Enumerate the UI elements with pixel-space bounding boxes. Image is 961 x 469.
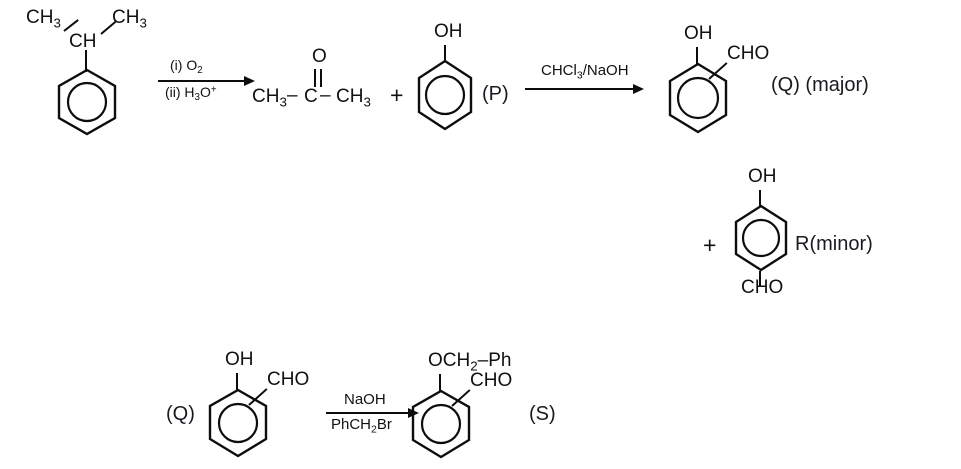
benzene-ring-row3-reactant [207, 388, 269, 458]
arrow2-shaft [525, 88, 635, 90]
acetone-methyl-right-label: CH3 [336, 86, 371, 110]
arrow1-reagent-above: (i) O2 [170, 57, 203, 77]
acetone-methyl-left-label: CH3 [252, 86, 287, 110]
para-isomer-tag: R(minor) [795, 233, 873, 255]
salicylaldehyde-hydroxyl-label: OH [684, 23, 713, 44]
arrow3-reagent-above: NaOH [344, 391, 386, 408]
arrow1-reagent-below: (ii) H3O+ [165, 84, 217, 104]
benzene-ring-salicylaldehyde [667, 62, 729, 134]
row3-reactant-tag: (Q) [166, 403, 195, 425]
para-cho-label: CHO [741, 277, 784, 298]
arrow1-shaft [158, 80, 246, 82]
product-cho-label: CHO [470, 370, 513, 391]
benzene-ring-para-isomer [733, 204, 789, 272]
benzene-ring-cumene [56, 68, 118, 136]
row3-hydroxyl-label: OH [225, 349, 254, 370]
arrow1-head [244, 76, 255, 86]
product-tag: (S) [529, 403, 556, 425]
para-hydroxyl-label: OH [748, 166, 777, 187]
arrow2-reagent-above: CHCl3/NaOH [541, 62, 629, 82]
benzene-ring-product [410, 389, 472, 459]
product-obenzyl-label: OCH2–Ph [428, 350, 512, 374]
bond-methyl-left [63, 19, 79, 32]
arrow3-shaft [326, 412, 410, 414]
phenol-tag: (P) [482, 83, 509, 105]
salicylaldehyde-tag: (Q) (major) [771, 74, 869, 96]
arrow3-reagent-below: PhCH2Br [331, 416, 392, 436]
acetone-carbonyl-oxygen-label: O [312, 46, 327, 67]
phenol-hydroxyl-label: OH [434, 21, 463, 42]
acetone-bond-right-dash: – [320, 85, 331, 106]
plus-sign-1: + [390, 82, 404, 108]
cumene-methyl-right-label: CH3 [112, 7, 147, 31]
plus-sign-2: + [703, 232, 717, 258]
cumene-methine-label: CH [69, 31, 97, 52]
acetone-bond-left-dash: – [287, 85, 298, 106]
salicylaldehyde-cho-label: CHO [727, 43, 770, 64]
row3-cho-label: CHO [267, 369, 310, 390]
arrow2-head [633, 84, 644, 94]
cumene-methyl-left-label: CH3 [26, 7, 61, 31]
acetone-carbonyl-carbon-label: C [304, 86, 318, 107]
benzene-ring-phenol [416, 59, 474, 131]
bond-carbonyl-double-a [314, 69, 316, 87]
